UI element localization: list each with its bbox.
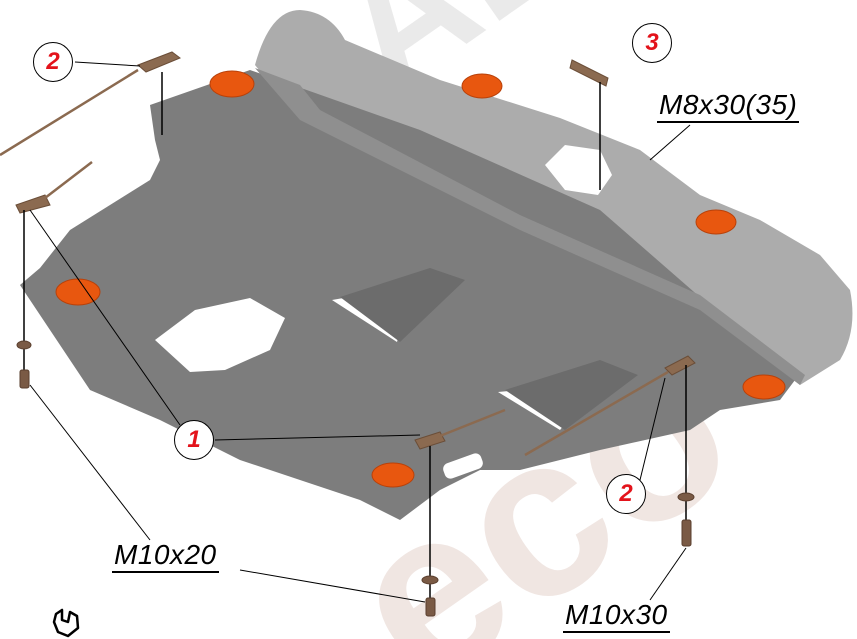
plate-fold-band (255, 68, 805, 385)
callout-part-2-bottom-right: 2 (606, 474, 646, 514)
bracket-rods (0, 68, 669, 457)
spec-label-m8x30: M8x30(35) (657, 90, 800, 123)
vent-1-cover (340, 268, 465, 342)
spec-label-m10x20: M10x20 (112, 540, 219, 573)
cutout-vent-1 (332, 296, 400, 342)
callout-part-1: 1 (174, 420, 214, 460)
leader-lines (29, 61, 691, 603)
spec-label-m10x30: M10x30 (563, 600, 670, 633)
callout-part-2-top-left: 2 (33, 42, 73, 82)
cutout-top-right (545, 145, 612, 195)
mounting-brackets (15, 51, 696, 450)
rubber-bumpers (55, 70, 786, 488)
washers-and-bolts (16, 340, 695, 617)
cutout-hexagon (155, 298, 285, 372)
cutout-slot (443, 453, 483, 479)
vent-2-cover (505, 360, 638, 430)
wrench-icon (52, 608, 80, 638)
callout-part-3: 3 (632, 23, 672, 63)
